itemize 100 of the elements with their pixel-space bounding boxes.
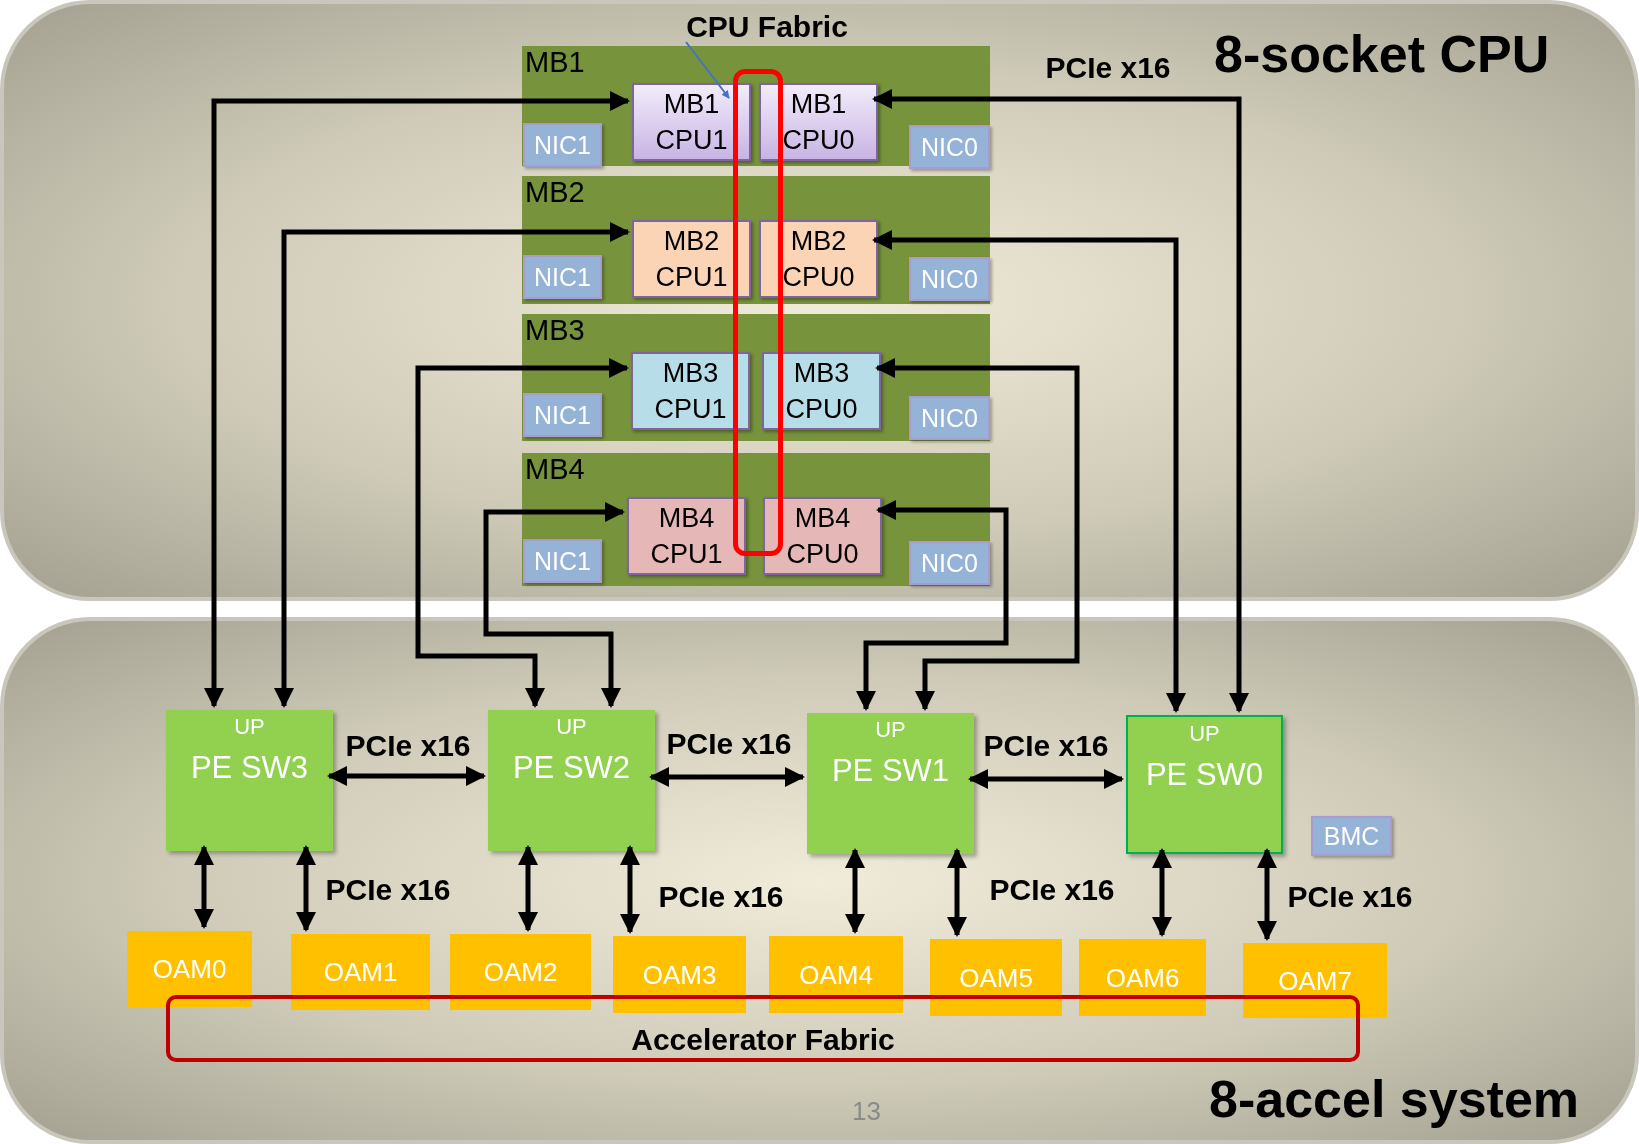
switch-label: PE SW0	[1145, 759, 1264, 790]
accelerator-box	[291, 934, 430, 1010]
panel-heading: 8-socket CPU	[1214, 28, 1550, 80]
board-panel	[522, 453, 990, 586]
edge-label: PCIe x16	[666, 729, 792, 759]
edge-label: PCIe x16	[983, 731, 1109, 761]
accelerator-label: OAM7	[1278, 967, 1352, 994]
edge-label: PCIe x16	[1045, 53, 1171, 83]
port-label: UP	[875, 719, 906, 741]
accelerator-box	[613, 936, 746, 1013]
arrow	[875, 358, 1080, 711]
nic-label: NIC1	[534, 132, 591, 158]
arrow	[620, 845, 640, 934]
arrow	[483, 502, 625, 708]
accelerator-label: OAM6	[1105, 964, 1180, 991]
nic-label: NIC0	[921, 550, 978, 576]
cpu-box	[759, 220, 878, 298]
accelerator-label: OAM2	[483, 959, 558, 985]
accelerator-label: OAM5	[959, 964, 1033, 991]
page-number: 13	[852, 1098, 881, 1124]
arrow	[872, 89, 1249, 713]
arrow	[872, 230, 1186, 713]
accelerator-label: OAM4	[799, 961, 873, 988]
arrow	[194, 845, 214, 929]
cpu-box	[762, 352, 881, 430]
arrow	[856, 500, 1009, 711]
arrow	[649, 767, 805, 787]
nic-label: NIC0	[921, 266, 978, 292]
nic-label: NIC1	[534, 548, 591, 574]
accelerator-box	[450, 934, 591, 1010]
board-label: MB4	[525, 455, 585, 484]
nic-box	[523, 255, 602, 299]
panel	[0, 617, 1639, 1144]
edge-label: PCIe x16	[345, 731, 471, 761]
arrow	[845, 848, 865, 934]
accelerator-box	[1079, 939, 1206, 1016]
cpu-box	[632, 220, 751, 298]
cpu-label: MB1 CPU1	[654, 88, 729, 157]
edge-label: PCIe x16	[325, 875, 451, 905]
edge-label: PCIe x16	[989, 875, 1115, 905]
arrow	[968, 769, 1124, 789]
nic-box	[909, 125, 990, 169]
nic-box	[909, 396, 990, 440]
board-label: MB3	[525, 316, 585, 345]
arrow	[296, 845, 316, 932]
cpu-box	[763, 497, 882, 575]
board-panel	[522, 46, 990, 166]
nic-box	[523, 539, 602, 583]
nic-label: NIC0	[921, 134, 978, 160]
switch-label: PE SW3	[190, 752, 309, 783]
fabric-outline	[166, 995, 1360, 1062]
arrow	[274, 222, 630, 708]
arrow	[518, 845, 538, 932]
nic-box	[523, 123, 602, 167]
cpu-label: MB2 CPU0	[781, 225, 856, 294]
cpu-label: MB2 CPU1	[654, 225, 729, 294]
cpu-label: MB4 CPU1	[649, 502, 724, 571]
accelerator-label: OAM3	[642, 961, 717, 988]
cpu-label: MB4 CPU0	[785, 502, 860, 571]
fabric-outline	[733, 69, 783, 556]
nic-label: NIC0	[921, 405, 978, 431]
cpu-label: MB1 CPU0	[781, 88, 856, 157]
arrow	[204, 91, 630, 708]
accelerator-label: OAM1	[323, 959, 398, 985]
arrow	[947, 848, 967, 937]
nic-box	[1311, 816, 1392, 856]
arrow	[415, 358, 629, 708]
accelerator-box	[127, 931, 252, 1007]
nic-label: BMC	[1323, 823, 1380, 849]
cpu-box	[631, 352, 750, 430]
nic-box	[909, 541, 990, 585]
port-label: UP	[234, 716, 265, 738]
port-label: UP	[556, 716, 587, 738]
edge-label: PCIe x16	[658, 882, 784, 912]
panel	[0, 0, 1639, 601]
board-panel	[522, 176, 990, 304]
switch-box	[1126, 715, 1283, 854]
nic-label: NIC1	[534, 402, 591, 428]
switch-box	[166, 710, 333, 851]
arrow	[1257, 848, 1277, 941]
cpu-box	[627, 497, 746, 575]
board-label: MB1	[525, 48, 585, 77]
fabric-label: CPU Fabric	[686, 12, 848, 42]
port-label: UP	[1189, 723, 1220, 745]
cpu-label: MB3 CPU1	[653, 357, 728, 426]
nic-label: NIC1	[534, 264, 591, 290]
accelerator-box	[930, 939, 1062, 1016]
accelerator-box	[769, 936, 903, 1013]
nic-box	[523, 393, 602, 437]
nic-box	[909, 257, 990, 301]
board-label: MB2	[525, 178, 585, 207]
switch-box	[807, 713, 974, 854]
arrow	[1152, 848, 1172, 937]
switch-label: PE SW1	[831, 755, 950, 786]
edge-label: PCIe x16	[1287, 882, 1413, 912]
switch-box	[488, 710, 655, 851]
arrow	[327, 766, 486, 786]
cpu-box	[759, 83, 878, 161]
accelerator-label: OAM0	[152, 956, 227, 982]
cpu-label: MB3 CPU0	[784, 357, 859, 426]
